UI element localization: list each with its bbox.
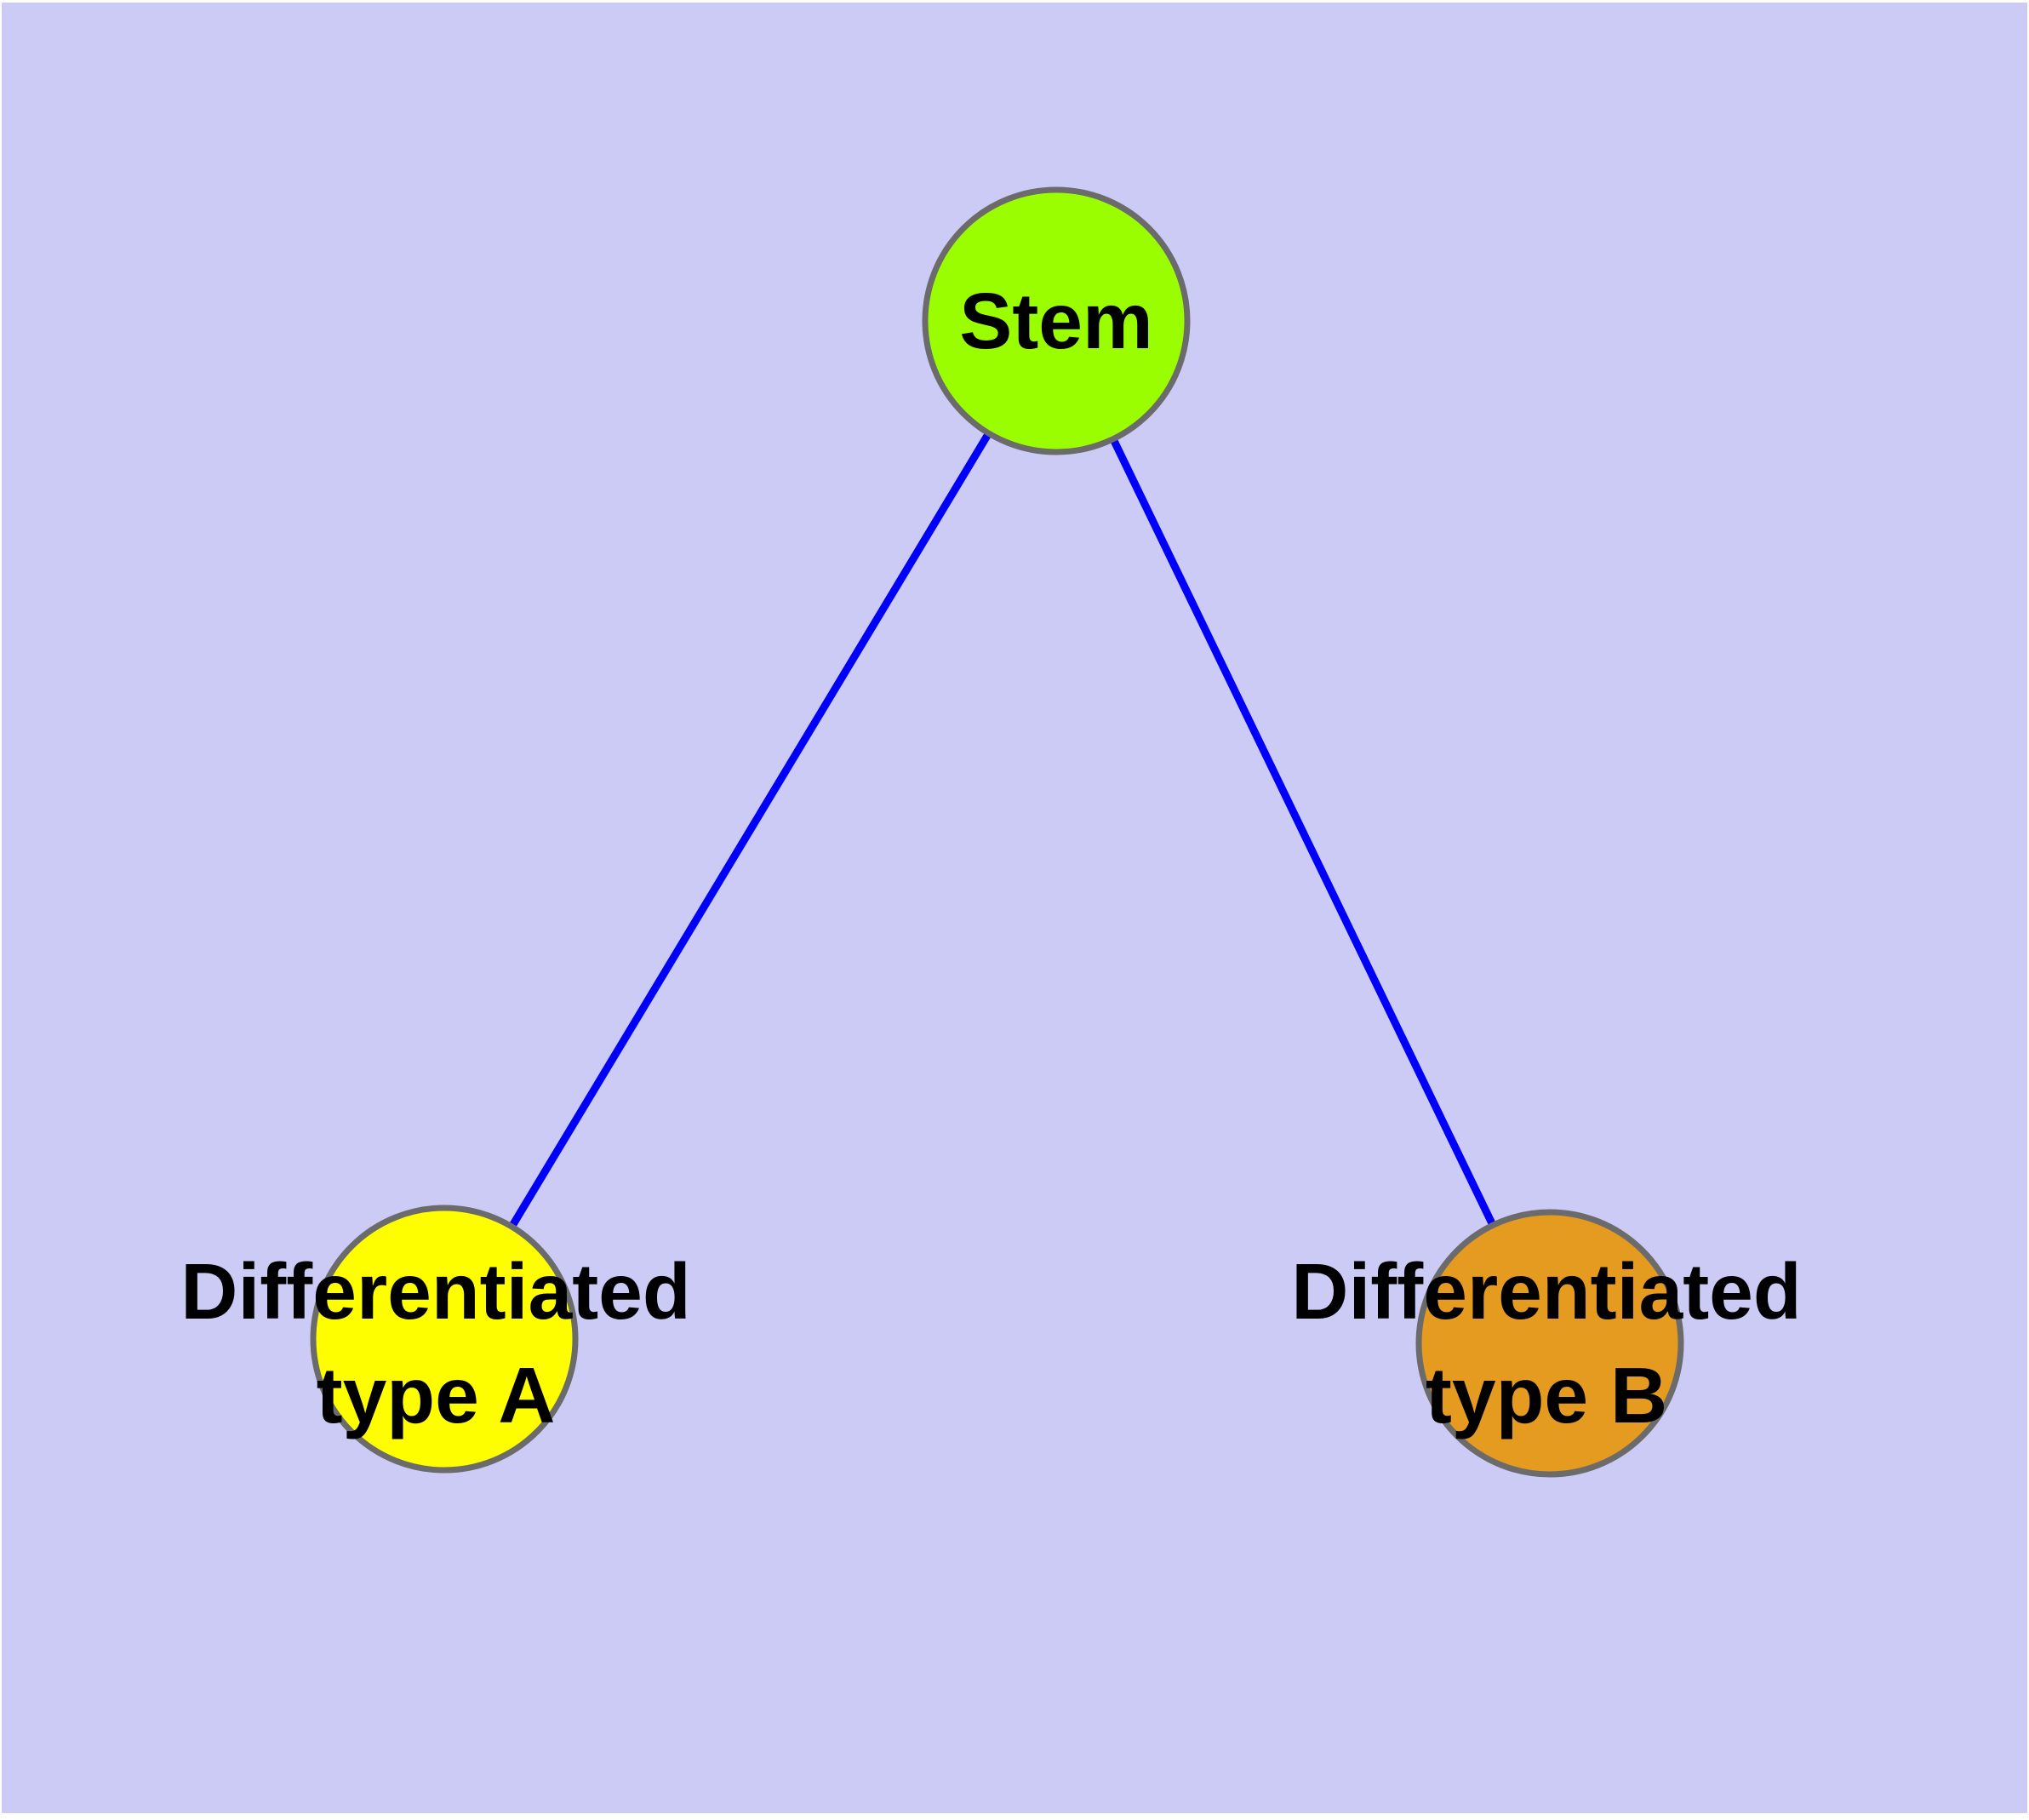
edge-stem-to-type-a [441,318,1060,1342]
node-differentiated-type-b [1415,1209,1684,1478]
node-label-differentiated-type-a: Differentiated type A [180,1239,690,1447]
node-stem [922,186,1191,455]
node-label-type-a-line2: type A [316,1351,556,1439]
node-label-stem-text: Stem [959,277,1153,365]
node-label-type-b-line1: Differentiated [1291,1247,1802,1336]
node-label-stem: Stem [959,269,1152,373]
node-label-type-a-line1: Differentiated [180,1247,691,1336]
edge-stem-to-type-b [1052,319,1554,1345]
node-label-differentiated-type-b: Differentiated type B [1291,1239,1801,1447]
node-label-type-b-line2: type B [1425,1351,1668,1439]
node-differentiated-type-a [310,1205,579,1474]
